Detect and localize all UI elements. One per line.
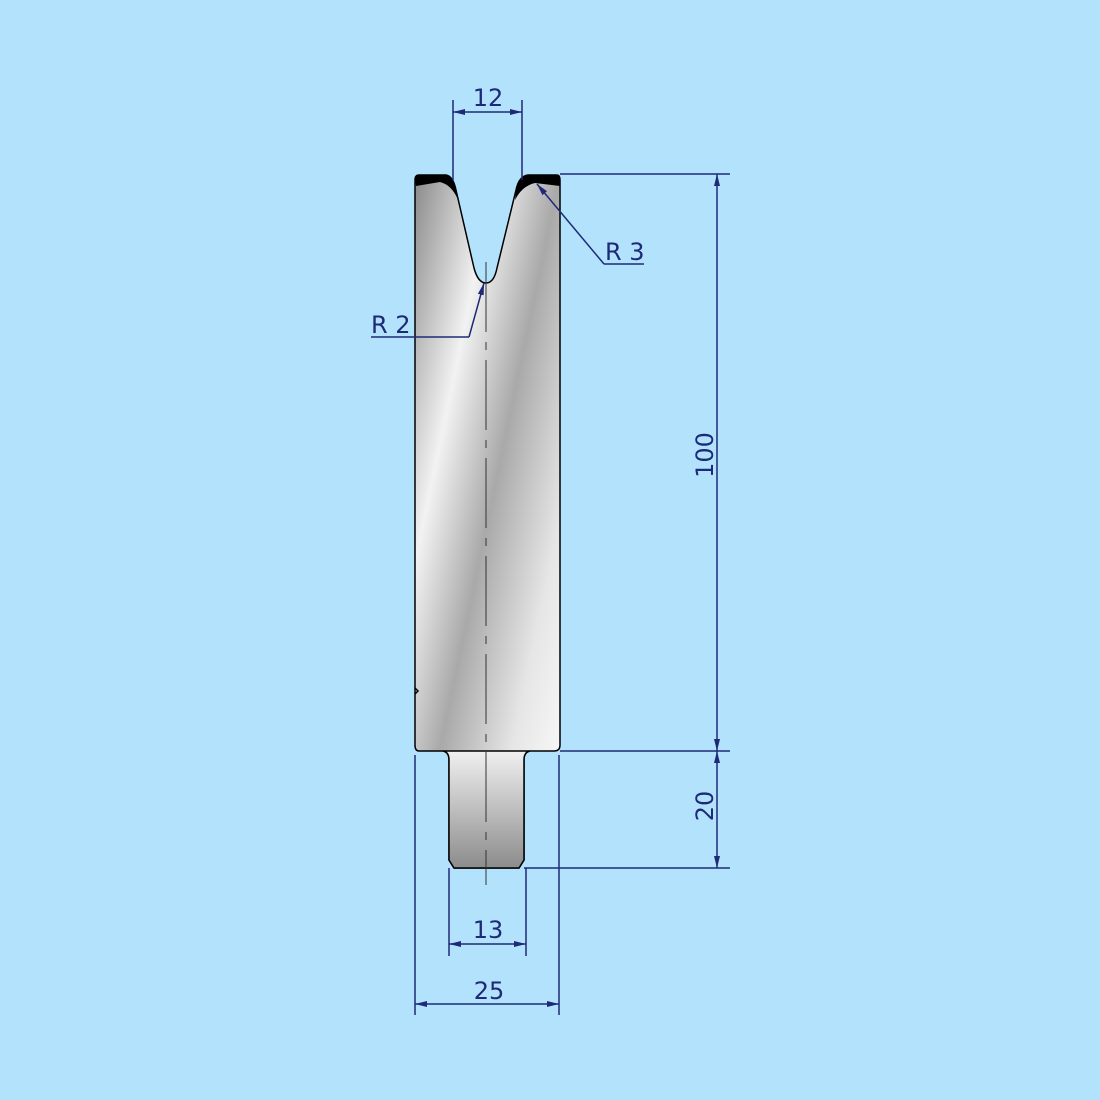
dim-bottom-radius — [371, 282, 485, 338]
die-body — [414, 174, 561, 869]
dim-height-label: 100 — [691, 432, 719, 478]
dim-tang-height-label: 20 — [691, 791, 719, 822]
dim-v-opening-label: 12 — [473, 84, 504, 112]
dim-bottom-radius-label: R 2 — [371, 311, 411, 339]
dim-top-radius — [536, 183, 644, 265]
dim-v-opening — [452, 100, 523, 180]
dim-height — [560, 173, 730, 752]
dim-tang-width — [448, 868, 527, 956]
dim-total-width-label: 25 — [474, 977, 505, 1005]
dim-top-radius-label: R 3 — [605, 238, 645, 266]
dim-total-width — [414, 755, 560, 1015]
dim-tang-width-label: 13 — [473, 916, 504, 944]
